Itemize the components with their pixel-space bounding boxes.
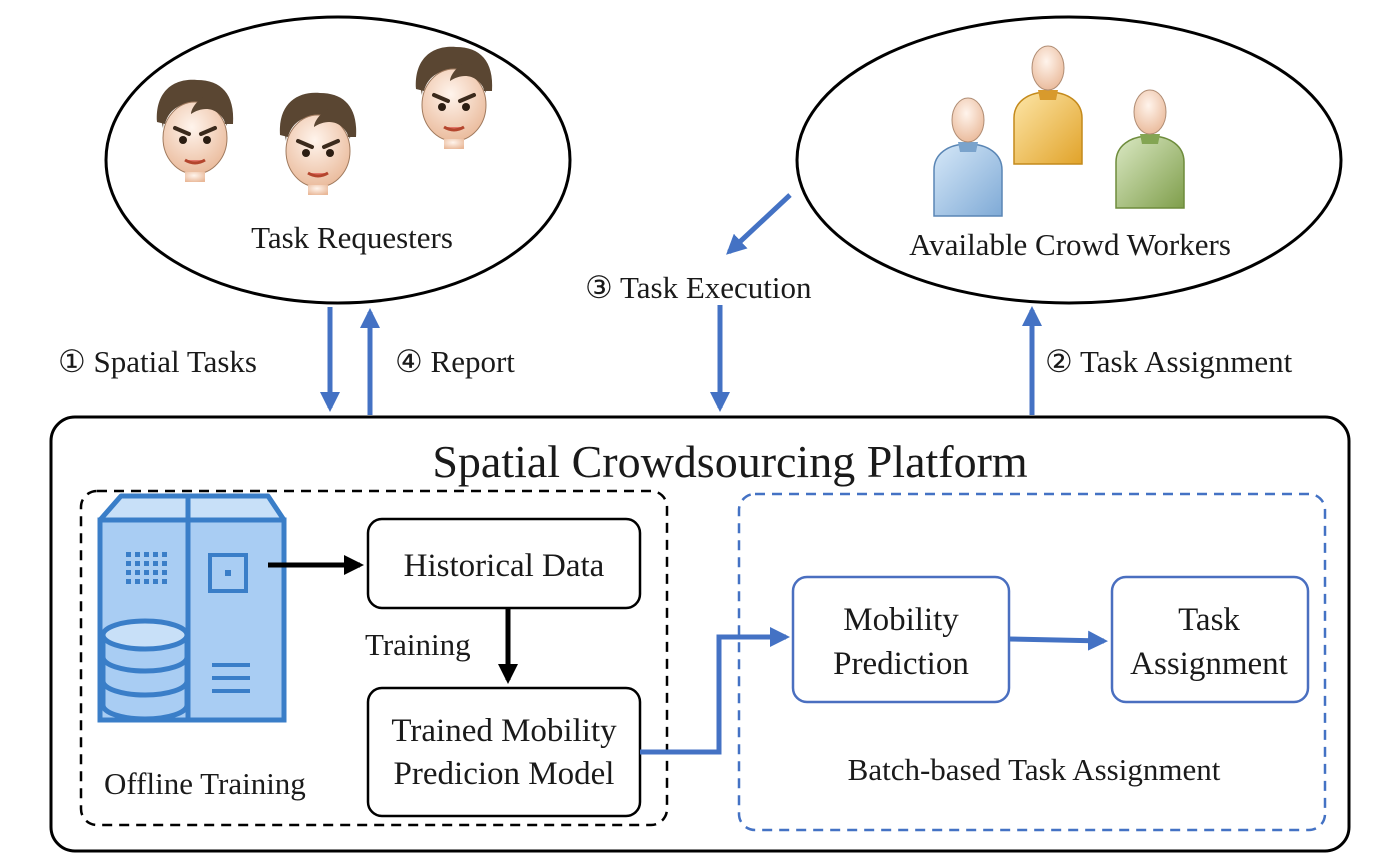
historical-data-label: Historical Data	[404, 548, 605, 584]
task-requesters-label: Task Requesters	[251, 220, 453, 255]
platform-container	[49, 415, 1351, 853]
training-label: Training	[365, 627, 471, 662]
batch-assignment-label: Batch-based Task Assignment	[848, 752, 1221, 787]
person-face-icon	[279, 92, 357, 195]
crowd-worker-icon	[1013, 45, 1083, 165]
person-face-icon	[415, 46, 493, 149]
trained-model-box	[366, 686, 642, 818]
mobility-prediction-line1: Mobility	[843, 602, 959, 638]
mobility-prediction-box	[791, 575, 1011, 704]
task-assignment-label: ② Task Assignment	[1045, 344, 1293, 379]
task-execution-label: ③ Task Execution	[585, 270, 812, 305]
task-execution-diagonal-arrow	[726, 193, 792, 255]
task-requesters-group: Task Requesters	[104, 15, 572, 305]
task-assignment-box-line2: Assignment	[1130, 646, 1288, 682]
platform-title: Spatial Crowdsourcing Platform	[432, 436, 1028, 487]
task-assignment-box	[1110, 575, 1310, 704]
offline-training-label: Offline Training	[104, 766, 306, 801]
crowd-worker-icon	[1115, 89, 1185, 209]
trained-model-label-line1: Trained Mobility	[391, 713, 617, 749]
trained-model-label-line2: Predicion Model	[394, 756, 615, 792]
report-label: ④ Report	[395, 344, 515, 379]
historical-data-box	[366, 517, 642, 610]
crowd-worker-icon	[933, 97, 1003, 217]
mobility-prediction-line2: Prediction	[833, 646, 969, 682]
task-assignment-box-line1: Task	[1178, 602, 1240, 638]
offline-training-box	[79, 489, 669, 827]
database-server-icon	[97, 493, 287, 723]
spatial-tasks-label: ① Spatial Tasks	[58, 344, 257, 379]
crowd-workers-label: Available Crowd Workers	[909, 227, 1231, 262]
batch-assignment-box	[737, 492, 1327, 832]
model-to-mobility-arrow	[640, 627, 790, 755]
crowd-workers-group: Available Crowd Workers	[795, 15, 1343, 305]
person-face-icon	[156, 79, 234, 182]
mobility-to-assignment-arrow	[1008, 630, 1108, 651]
